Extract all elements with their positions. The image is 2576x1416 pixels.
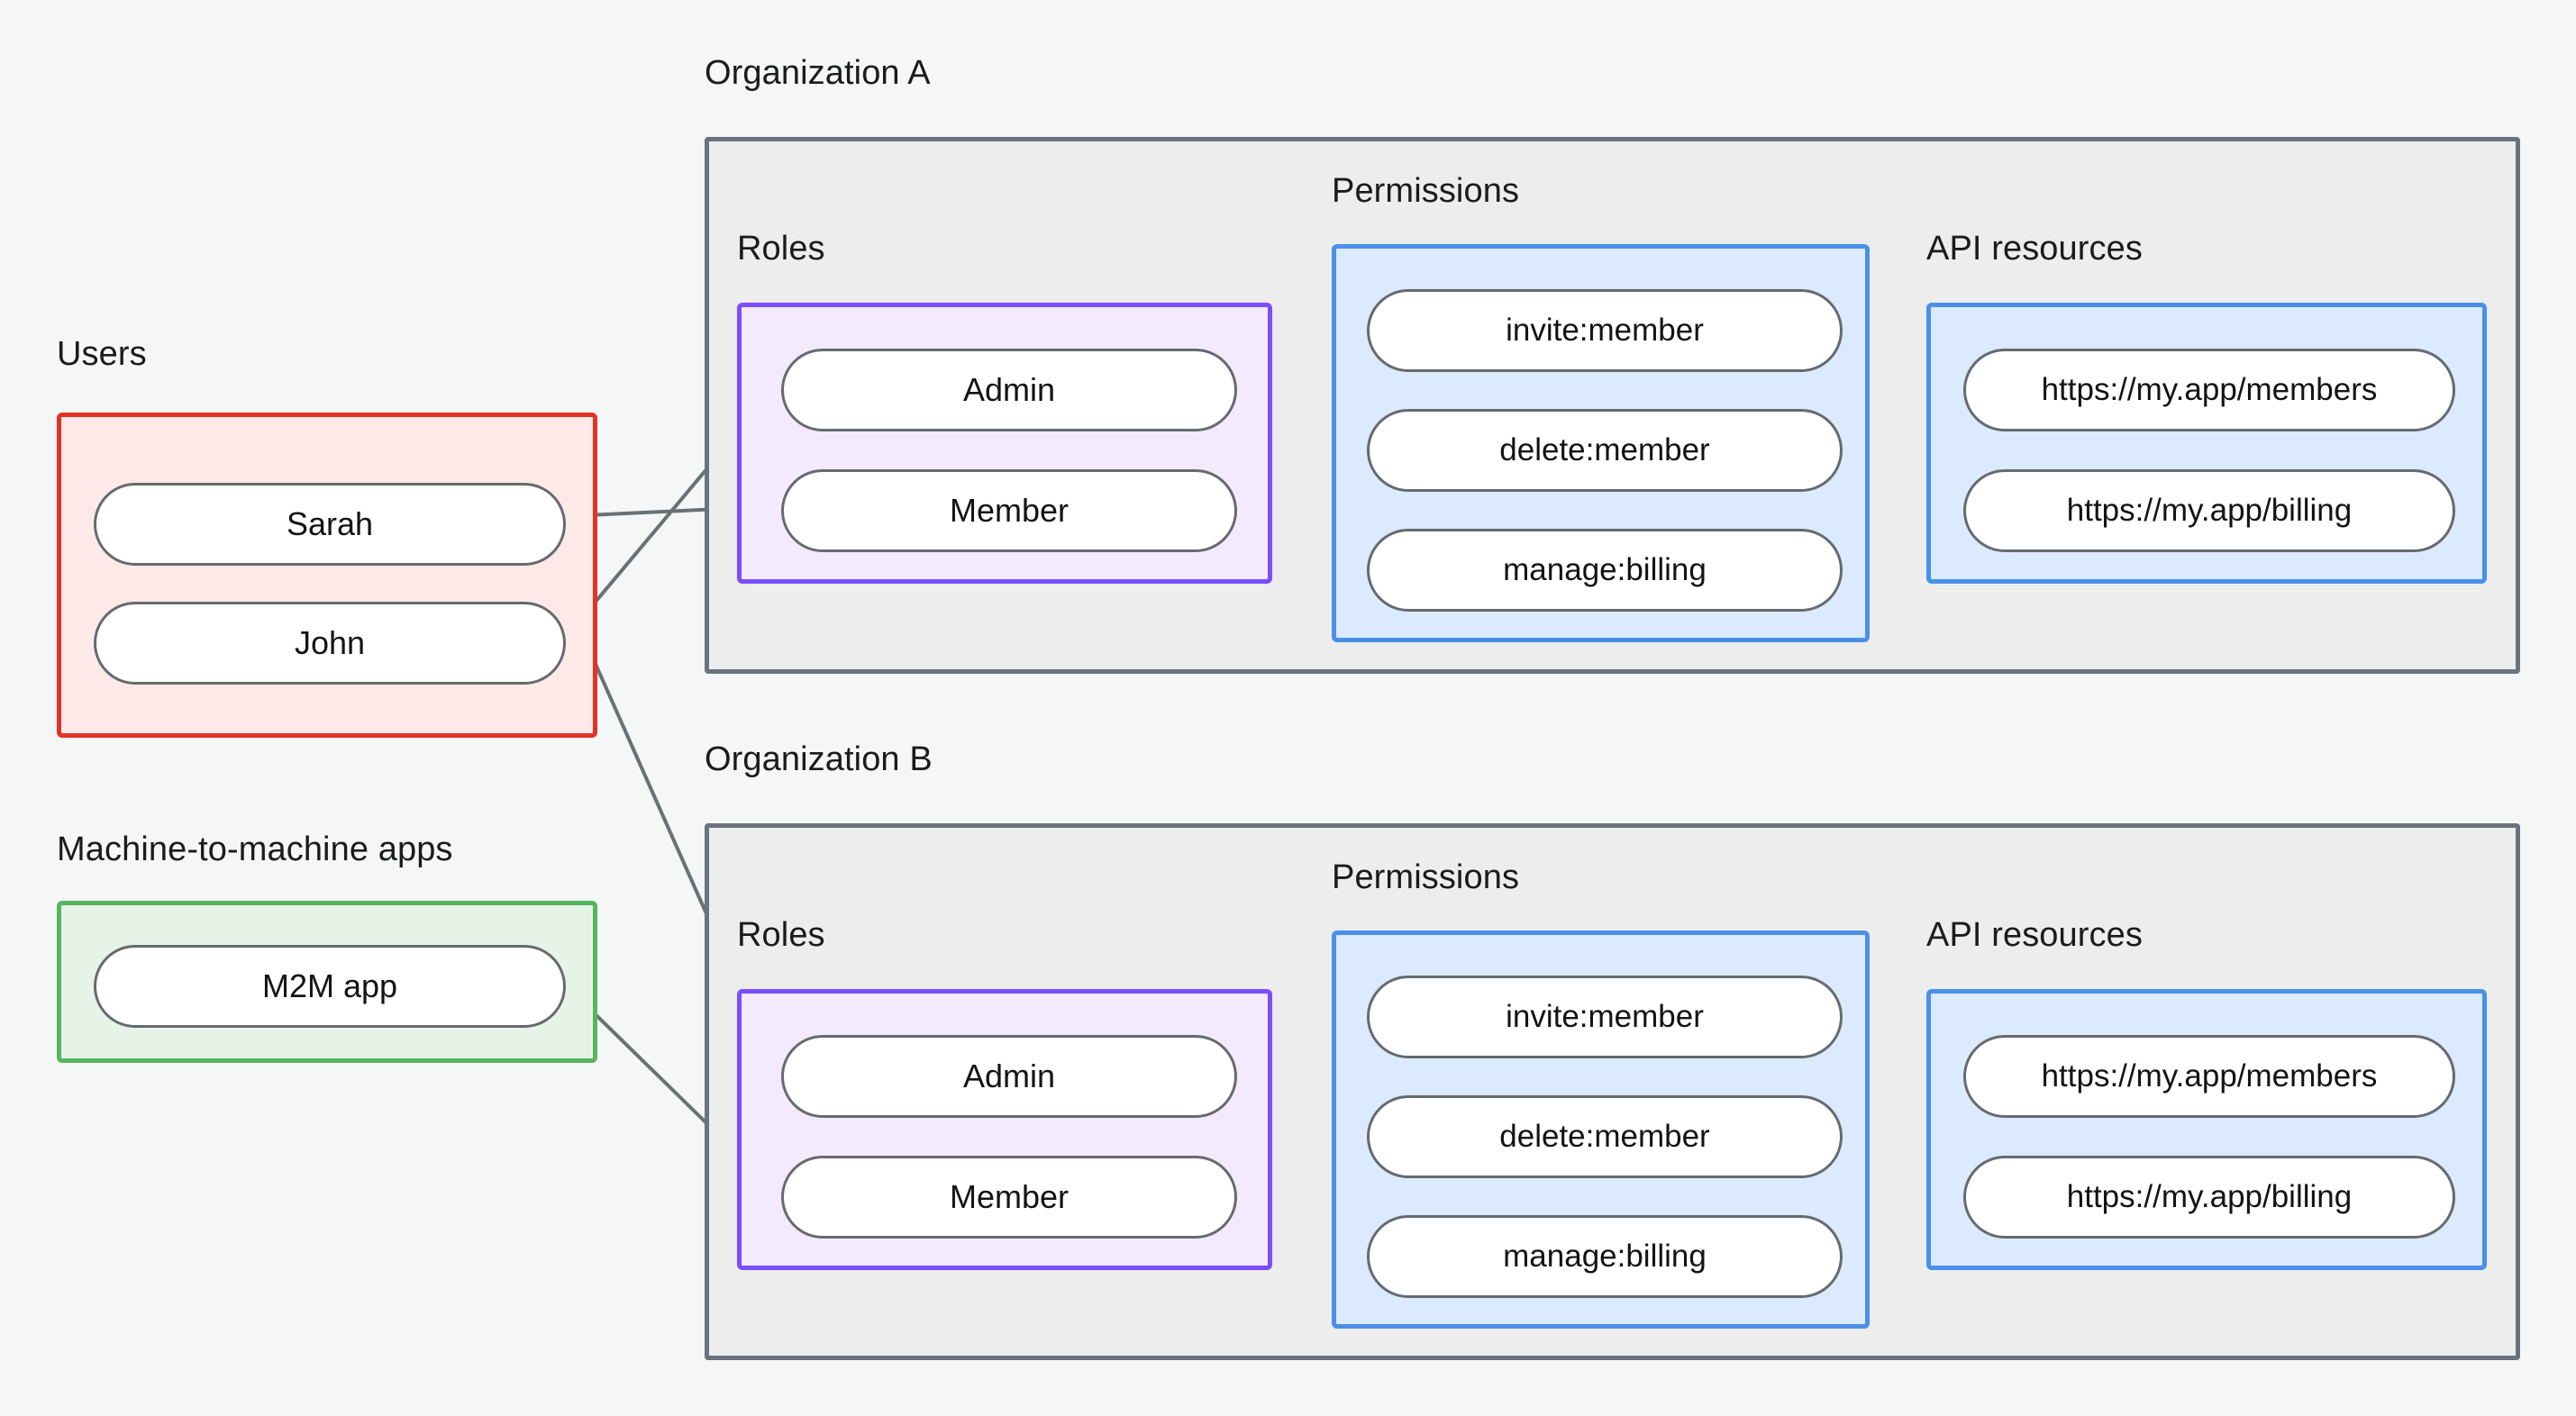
orgB-permission-manage-billing[interactable]: manage:billing	[1367, 1215, 1843, 1298]
orgB-api-resources-title: API resources	[1926, 916, 2143, 954]
orgA-permission-delete-member[interactable]: delete:member	[1367, 409, 1843, 492]
orgB-permission-invite-member[interactable]: invite:member	[1367, 976, 1843, 1058]
orgA-role-member[interactable]: Member	[781, 469, 1237, 552]
orgA-permissions-title: Permissions	[1332, 172, 1520, 210]
orgA-api-resources-cluster: https://my.app/members https://my.app/bi…	[1926, 303, 2487, 584]
m2m-node-app[interactable]: M2M app	[94, 945, 566, 1028]
orgA-permissions-cluster: invite:member delete:member manage:billi…	[1332, 244, 1870, 642]
m2m-cluster: M2M app	[57, 901, 597, 1063]
orgA-roles-title: Roles	[737, 230, 825, 268]
orgB-roles-cluster: Admin Member	[737, 989, 1272, 1270]
users-cluster: Sarah John	[57, 413, 597, 738]
orgA-roles-cluster: Admin Member	[737, 303, 1272, 584]
user-node-sarah[interactable]: Sarah	[94, 483, 566, 566]
orgA-role-admin[interactable]: Admin	[781, 349, 1237, 431]
organization-b-title: Organization B	[705, 740, 933, 778]
orgB-api-resource-members[interactable]: https://my.app/members	[1963, 1035, 2455, 1118]
orgB-permission-delete-member[interactable]: delete:member	[1367, 1095, 1843, 1178]
orgB-roles-title: Roles	[737, 916, 825, 954]
orgB-role-member[interactable]: Member	[781, 1156, 1237, 1239]
orgA-permission-manage-billing[interactable]: manage:billing	[1367, 529, 1843, 612]
orgB-role-admin[interactable]: Admin	[781, 1035, 1237, 1118]
orgB-api-resource-billing[interactable]: https://my.app/billing	[1963, 1156, 2455, 1239]
users-group-title: Users	[57, 335, 147, 373]
orgA-api-resources-title: API resources	[1926, 230, 2143, 268]
orgB-api-resources-cluster: https://my.app/members https://my.app/bi…	[1926, 989, 2487, 1270]
user-node-john[interactable]: John	[94, 602, 566, 685]
orgB-permissions-cluster: invite:member delete:member manage:billi…	[1332, 930, 1870, 1329]
orgA-api-resource-members[interactable]: https://my.app/members	[1963, 349, 2455, 431]
orgA-permission-invite-member[interactable]: invite:member	[1367, 289, 1843, 372]
organization-a-title: Organization A	[705, 54, 931, 92]
m2m-group-title: Machine-to-machine apps	[57, 831, 453, 868]
orgB-permissions-title: Permissions	[1332, 858, 1520, 896]
orgA-api-resource-billing[interactable]: https://my.app/billing	[1963, 469, 2455, 552]
